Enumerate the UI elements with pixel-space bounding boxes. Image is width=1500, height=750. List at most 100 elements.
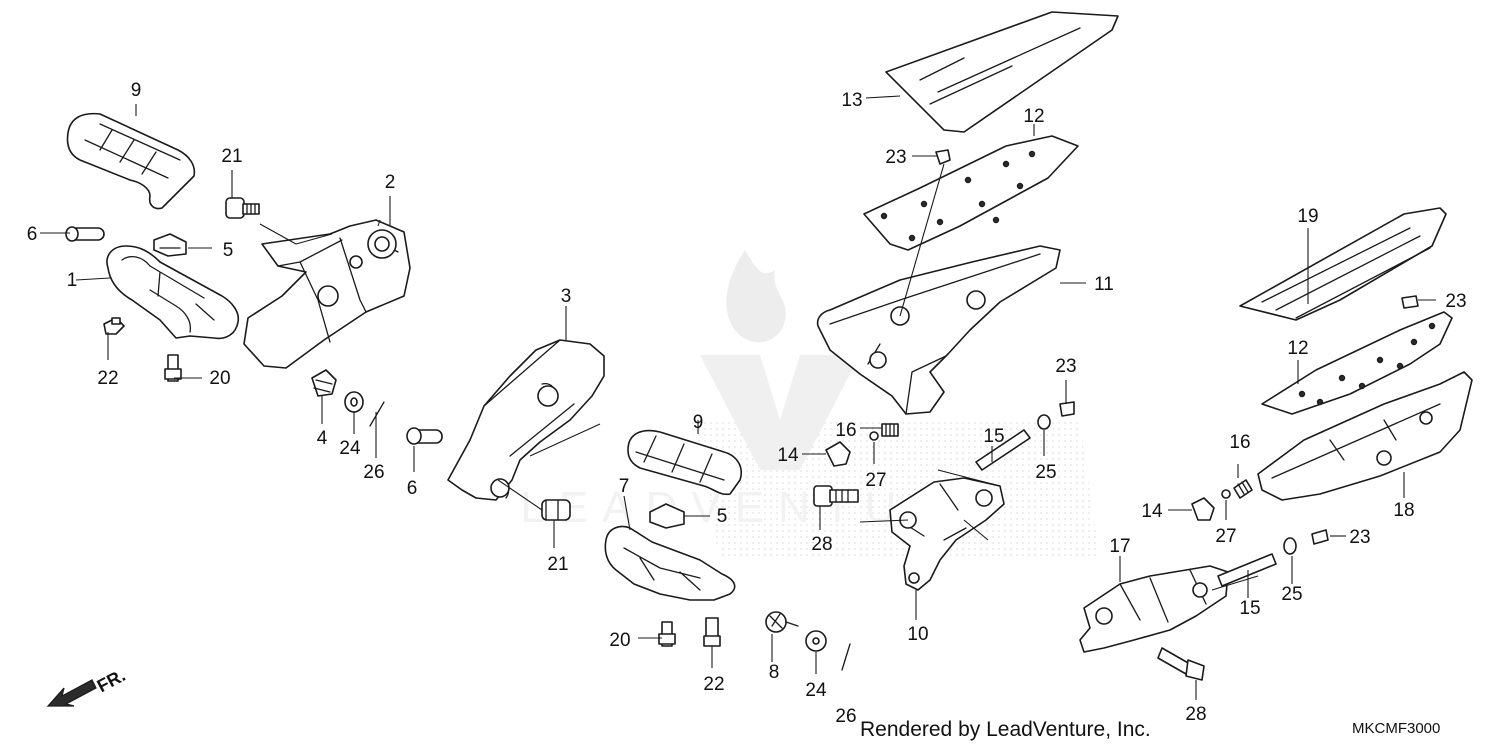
spring-16-middle (881, 423, 899, 437)
callout-8: 8 (769, 662, 780, 683)
step-bracket-7 (604, 525, 736, 601)
step-rubber-top-left (66, 112, 196, 210)
callout-9-left: 9 (131, 80, 142, 101)
front-marker-text: FR. (94, 665, 129, 696)
washer-25-right (1283, 537, 1297, 555)
washer-24-left (344, 391, 364, 413)
bolt-28-right (1157, 647, 1205, 681)
cotter-pin-26-middle (841, 643, 851, 671)
callout-21-middle: 21 (547, 554, 568, 575)
callout-1: 1 (67, 270, 78, 291)
pin-15-middle (975, 429, 1031, 471)
step-plate-19 (1239, 207, 1447, 321)
callout-26-middle: 26 (835, 706, 856, 727)
callout-27-right: 27 (1215, 526, 1236, 547)
callout-23-middle: 23 (1055, 356, 1076, 377)
bolt-20-middle (658, 621, 676, 647)
bolt-22-middle (703, 617, 721, 647)
step-plate-13 (885, 11, 1119, 133)
perforated-plate-12-top (863, 135, 1079, 251)
step-holder-3 (447, 339, 605, 501)
spring-16-right (1233, 479, 1253, 499)
pin-6-left (65, 226, 105, 242)
clip-14-right (1191, 497, 1215, 521)
callout-13: 13 (841, 90, 862, 111)
callout-7: 7 (619, 476, 630, 497)
callout-4: 4 (317, 428, 328, 449)
washer-25-middle (1037, 414, 1051, 430)
step-bracket-17 (1079, 565, 1229, 653)
callout-19: 19 (1297, 206, 1318, 227)
callout-28-right: 28 (1185, 704, 1206, 725)
cotter-pin-26-left (369, 401, 385, 427)
bolt-28-middle (813, 485, 859, 507)
plate-holes-top (880, 150, 1036, 242)
callout-14-right: 14 (1141, 501, 1163, 522)
ball-27-middle (869, 431, 879, 441)
callout-2: 2 (385, 172, 396, 193)
callout-23-right-top: 23 (1445, 291, 1466, 312)
pin-15-right (1217, 553, 1277, 587)
bolt-21-left (225, 197, 260, 219)
callout-20-middle: 20 (609, 630, 630, 651)
callout-5-left: 5 (223, 240, 234, 261)
front-direction-arrow: FR. (46, 665, 129, 707)
callout-26-left: 26 (363, 462, 384, 483)
perforated-plate-12-bottom (1261, 311, 1453, 415)
callout-15-right: 15 (1239, 598, 1260, 619)
step-holder-2 (243, 219, 411, 369)
render-credit: Rendered by LeadVenture, Inc. (860, 718, 1151, 741)
callout-16-middle: 16 (835, 420, 856, 441)
callout-18: 18 (1393, 500, 1414, 521)
callout-24-left: 24 (339, 438, 361, 459)
callout-5-middle: 5 (717, 506, 728, 527)
callout-27-middle: 27 (865, 470, 886, 491)
ball-27-right (1221, 489, 1231, 499)
step-bracket-10 (889, 477, 1005, 591)
bolt-20-left (164, 354, 182, 382)
callout-20-left: 20 (209, 368, 230, 389)
bolt-21-middle (541, 499, 571, 521)
callout-16-right: 16 (1229, 432, 1250, 453)
callout-28-middle: 28 (811, 534, 832, 555)
washer-24-middle (805, 630, 827, 652)
step-cover-18 (1257, 371, 1473, 501)
screw-23-right-bottom (1311, 529, 1329, 545)
callout-3: 3 (561, 286, 572, 307)
watermark: LEADVENTURE (520, 250, 1100, 560)
callout-25-middle: 25 (1035, 462, 1056, 483)
callout-22-middle: 22 (703, 674, 724, 695)
callout-6-middle: 6 (407, 478, 418, 499)
leader-lines (40, 95, 1436, 700)
callout-9-middle: 9 (693, 412, 704, 433)
step-cover-11 (816, 245, 1061, 415)
bolt-22-left (103, 317, 125, 335)
screw-23-middle (1059, 401, 1075, 417)
callout-22-left: 22 (97, 368, 118, 389)
callout-6-left: 6 (27, 224, 38, 245)
callout-23-top: 23 (885, 147, 906, 168)
clip-14-middle (825, 441, 851, 467)
clip-5-left (153, 233, 187, 257)
callout-23-right-bottom: 23 (1349, 527, 1370, 548)
plate-holes-bottom (1298, 322, 1436, 406)
step-bracket-1 (106, 245, 240, 340)
pin-6-middle (406, 427, 443, 445)
callout-11: 11 (1094, 274, 1114, 295)
diagram-code: MKCMF3000 (1352, 720, 1441, 737)
callout-12-bottom: 12 (1287, 338, 1308, 359)
callout-15-middle: 15 (983, 426, 1004, 447)
callout-10: 10 (907, 624, 928, 645)
spring-4 (311, 369, 337, 397)
spring-8 (765, 611, 799, 633)
callout-17: 17 (1109, 536, 1130, 557)
callout-labels: 9 21 2 6 5 1 22 20 4 24 26 3 6 21 9 7 5 … (27, 80, 1467, 727)
callout-24-middle: 24 (805, 680, 827, 701)
callout-12-top: 12 (1023, 106, 1044, 127)
screw-23-right-top (1401, 295, 1419, 309)
step-rubber-middle (627, 429, 742, 496)
clip-5-middle (649, 503, 685, 529)
screw-23-top (935, 149, 951, 165)
callout-21-left: 21 (221, 146, 242, 167)
